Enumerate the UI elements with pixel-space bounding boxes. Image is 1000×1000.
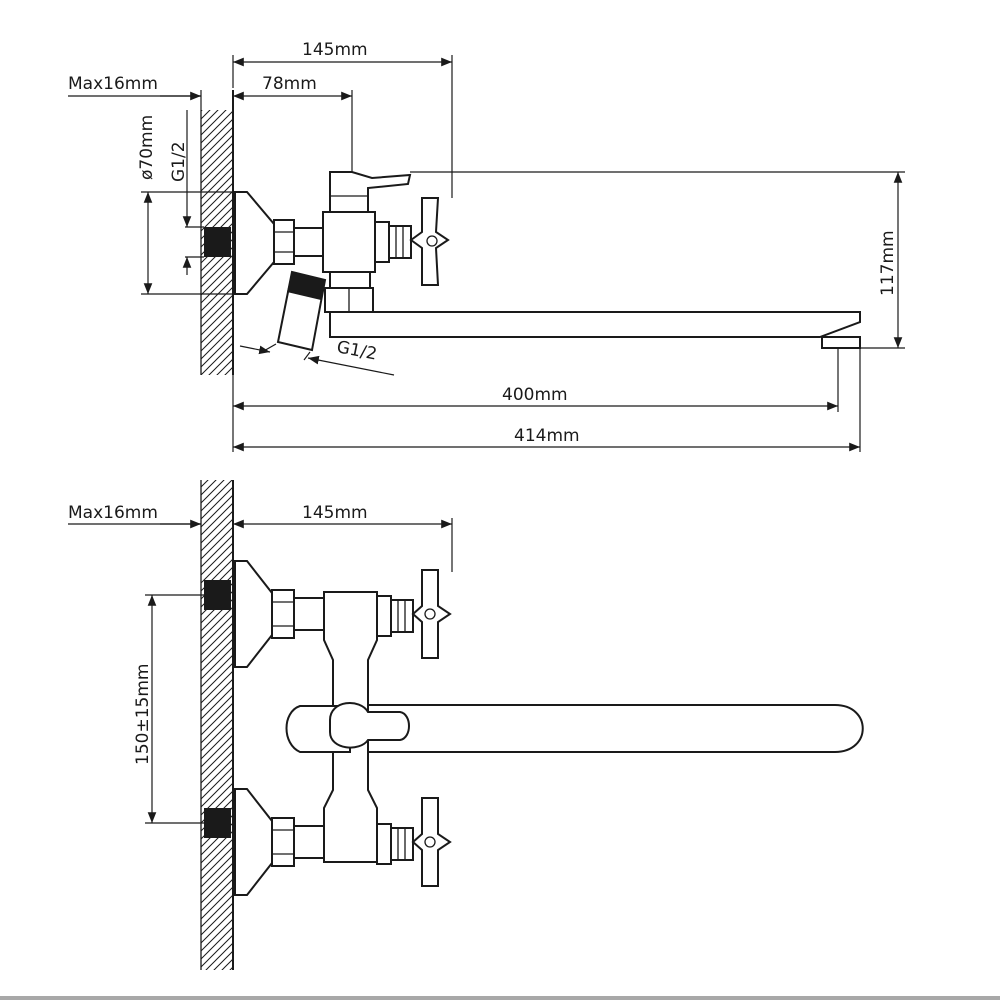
lower-cartridge-collar (376, 823, 392, 865)
bottom-border (0, 996, 1000, 1000)
dim-400-label: 400mm (502, 385, 568, 405)
dim-g12-vertical-label: G1/2 (169, 141, 189, 182)
dim-dia70-label: ø70mm (137, 115, 157, 180)
spout-front (367, 704, 864, 753)
upper-cross-handle (411, 569, 452, 659)
spout (329, 311, 861, 338)
front-dim-145-label: 145mm (302, 503, 368, 523)
dim-g12-angled-label: G1/2 (335, 337, 379, 364)
lower-wall-insert (204, 808, 231, 838)
upper-cartridge-stem (390, 599, 414, 633)
dim-78-label: 78mm (262, 74, 317, 94)
cross-handle-side (409, 197, 450, 286)
aerator (821, 336, 861, 349)
diverter-lever (329, 171, 412, 213)
connector-pipe (293, 227, 325, 257)
front-dim-max16-label: Max16mm (68, 503, 158, 523)
lower-connector (293, 825, 325, 859)
dim-145-label: 145mm (302, 40, 368, 60)
cartridge-collar (374, 221, 390, 263)
dim-117-label: 117mm (878, 230, 898, 296)
wall-hatch-bottom (201, 480, 233, 970)
upper-wall-insert (204, 580, 231, 610)
dim-max16-label: Max16mm (68, 74, 158, 94)
lower-cartridge-stem (390, 827, 414, 861)
diverter-lever-front (329, 701, 410, 749)
upper-escutcheon (234, 560, 273, 668)
lower-cross-handle (411, 797, 452, 887)
front-view: Max16mm 145mm 150±15mm (68, 480, 864, 970)
upper-nut (271, 589, 295, 639)
valve-body-lower (329, 271, 371, 289)
hex-nut (273, 219, 295, 265)
escutcheon (234, 191, 275, 295)
lower-nut (271, 817, 295, 867)
side-view: 145mm 78mm Max16mm ø70mm G1/2 117mm G1/2 (68, 40, 905, 452)
cartridge-stem (388, 225, 412, 259)
lower-escutcheon (234, 788, 273, 896)
front-dim-150-label: 150±15mm (133, 664, 153, 765)
wall-thread-insert (204, 227, 231, 257)
valve-body (322, 211, 376, 273)
upper-cartridge-collar (376, 595, 392, 637)
dim-414-label: 414mm (514, 426, 580, 446)
upper-connector (293, 597, 325, 631)
